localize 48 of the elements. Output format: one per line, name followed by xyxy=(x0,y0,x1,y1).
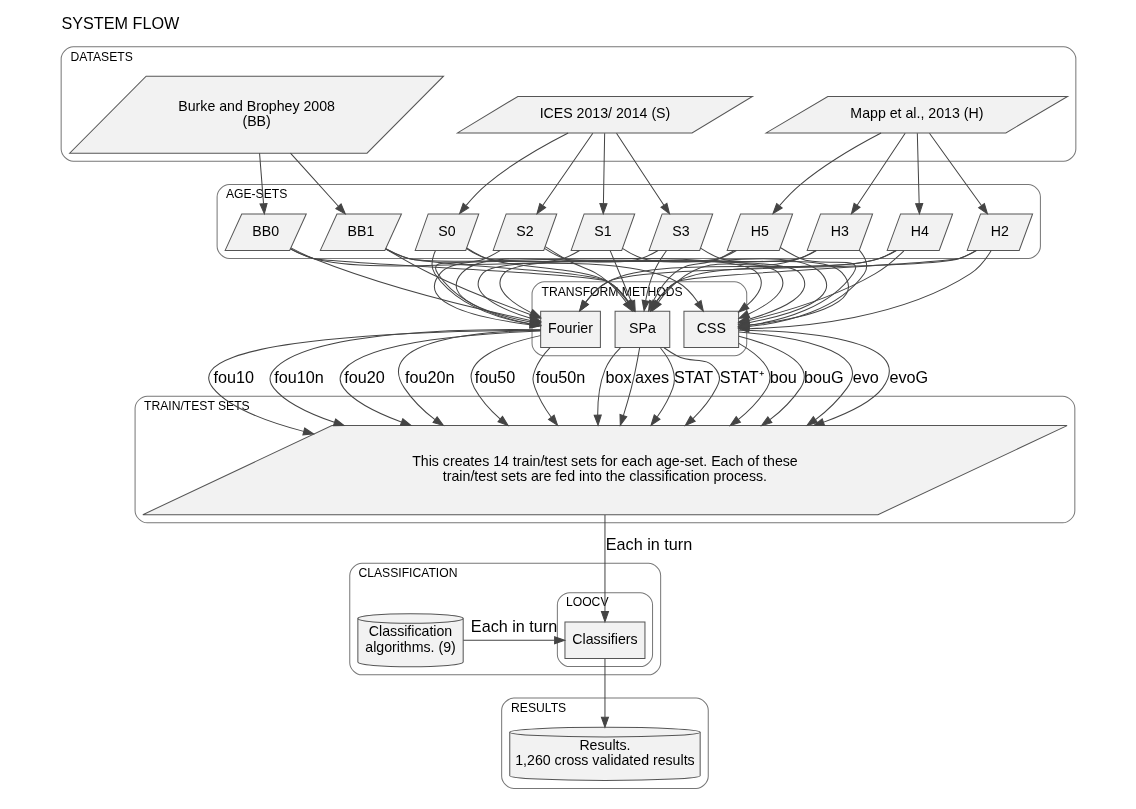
arrow xyxy=(771,132,882,215)
node-box: SPa xyxy=(614,310,670,349)
edge-label: evo xyxy=(852,367,879,386)
arrow xyxy=(649,347,675,427)
arrow xyxy=(598,132,608,216)
diagram-title: SYSTEM FLOW xyxy=(60,14,179,33)
edge-label: bouG xyxy=(803,367,843,386)
arrow xyxy=(737,329,889,427)
arrow xyxy=(663,347,720,427)
arrow xyxy=(398,329,541,427)
node-box: Classifiers xyxy=(563,621,645,659)
arrow xyxy=(615,132,670,216)
arrow xyxy=(458,132,569,215)
arrow xyxy=(531,347,558,427)
edge-label: Each in turn xyxy=(605,534,692,553)
edge-label: fou50 xyxy=(474,367,515,386)
node-box: CSS xyxy=(682,310,739,349)
edge-label: Each in turn xyxy=(470,616,557,635)
arrow xyxy=(592,347,621,427)
edge-label: fou20 xyxy=(343,367,385,386)
arrow xyxy=(268,328,541,427)
edge-label: fou20n xyxy=(404,367,455,386)
node-box: Fourier xyxy=(539,310,601,349)
arrow xyxy=(338,330,541,426)
arrow xyxy=(462,636,566,645)
edge-label: bou xyxy=(769,367,797,386)
edge-label: STAT xyxy=(673,367,713,386)
arrow xyxy=(470,335,541,427)
arrow xyxy=(850,132,906,216)
arrow xyxy=(289,152,346,215)
edge-label: STAT⁺ xyxy=(719,367,764,386)
edge-label: fou10n xyxy=(273,367,324,386)
arrow xyxy=(914,132,923,216)
arrow xyxy=(207,329,541,436)
arrow xyxy=(737,335,805,427)
arrow xyxy=(618,347,640,427)
edge-label: fou50n xyxy=(535,367,585,386)
edge-label: fou10 xyxy=(213,367,254,386)
arrow xyxy=(928,132,988,216)
arrow xyxy=(600,514,609,624)
edge-label: axes xyxy=(634,367,669,386)
arrow xyxy=(728,342,770,427)
edge-label: evoG xyxy=(888,367,928,386)
arrow xyxy=(535,132,593,216)
edge-label: box xyxy=(605,367,632,386)
arrow xyxy=(600,658,609,729)
arrow xyxy=(737,331,853,427)
arrow xyxy=(258,152,268,216)
